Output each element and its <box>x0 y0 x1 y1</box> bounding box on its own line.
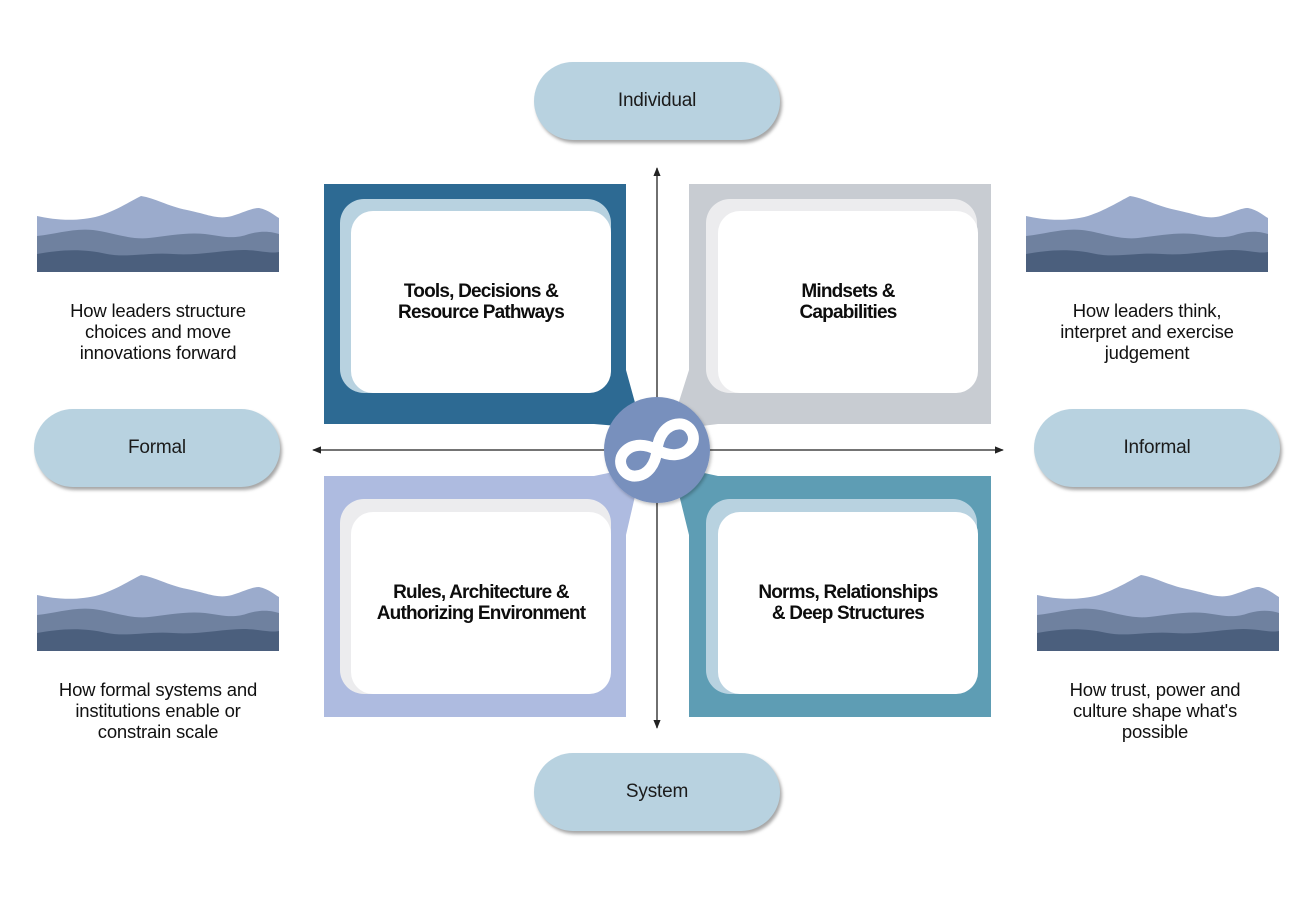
quadrant-label-line: Capabilities <box>799 302 897 323</box>
mountain-illustration-top-left <box>37 196 279 272</box>
quadrant-label-tools-decisions: Tools, Decisions & Resource Pathways <box>351 211 611 393</box>
quadrant-label-rules-architecture: Rules, Architecture & Authorizing Enviro… <box>351 512 611 694</box>
quadrant-label-mindsets: Mindsets & Capabilities <box>718 211 978 393</box>
axis-label-system-text: System <box>625 781 689 802</box>
quadrant-mindsets <box>670 184 991 430</box>
axis-label-formal: Formal <box>34 409 280 487</box>
description-line: choices and move <box>85 321 231 342</box>
quadrant-top-left-card <box>351 211 611 393</box>
quadrant-label-line: Rules, Architecture & <box>393 582 570 603</box>
mountain-layer-front <box>37 250 279 272</box>
description-line: How leaders think, <box>1072 300 1222 321</box>
axis-label-system: System <box>534 753 780 831</box>
axis-label-individual: Individual <box>534 62 780 140</box>
quadrant-bottom-left-card <box>351 512 611 694</box>
quadrant-label-norms-relationships: Norms, Relationships & Deep Structures <box>718 512 978 694</box>
mountain-illustration-bottom-right <box>1037 575 1279 651</box>
description-top-right: How leaders think, interpret and exercis… <box>1022 300 1272 363</box>
description-line: How trust, power and <box>1069 679 1241 700</box>
description-line: possible <box>1121 721 1189 742</box>
description-line: culture shape what's <box>1072 700 1238 721</box>
quadrant-top-right-card <box>718 211 978 393</box>
quadrant-label-line: Norms, Relationships <box>758 582 938 603</box>
quadrant-tools-decisions <box>324 184 642 428</box>
description-top-left: How leaders structure choices and move i… <box>33 300 283 363</box>
description-bottom-left: How formal systems and institutions enab… <box>33 679 283 742</box>
mountain-illustration-top-right <box>1026 196 1268 272</box>
description-line: interpret and exercise <box>1060 321 1234 342</box>
quadrant-label-line: Tools, Decisions & <box>403 281 559 302</box>
infinity-icon <box>615 418 699 482</box>
axis-label-formal-text: Formal <box>128 437 186 458</box>
description-line: How leaders structure <box>70 300 246 321</box>
description-line: How formal systems and <box>58 679 258 700</box>
quadrant-rules-architecture <box>324 466 642 717</box>
description-line: institutions enable or <box>75 700 241 721</box>
mountain-illustration-bottom-left <box>37 575 279 651</box>
quadrant-norms-relationships <box>672 466 991 717</box>
description-line: constrain scale <box>97 721 219 742</box>
quadrant-label-line: Authorizing Environment <box>376 603 586 624</box>
axis-label-informal-text: Informal <box>1123 437 1191 458</box>
axis-label-individual-text: Individual <box>617 90 697 111</box>
description-line: judgement <box>1104 342 1190 363</box>
quadrant-label-line: Mindsets & <box>801 281 895 302</box>
mountain-layer-front <box>37 629 279 651</box>
axis-label-informal: Informal <box>1034 409 1280 487</box>
quadrant-bottom-right-card <box>718 512 978 694</box>
mountain-layer-front <box>1026 250 1268 272</box>
description-line: innovations forward <box>79 342 237 363</box>
description-bottom-right: How trust, power and culture shape what'… <box>1030 679 1280 742</box>
quadrant-label-line: & Deep Structures <box>771 603 925 624</box>
center-emblem <box>604 397 710 503</box>
mountain-layer-front <box>1037 629 1279 651</box>
quadrant-label-line: Resource Pathways <box>398 302 565 323</box>
